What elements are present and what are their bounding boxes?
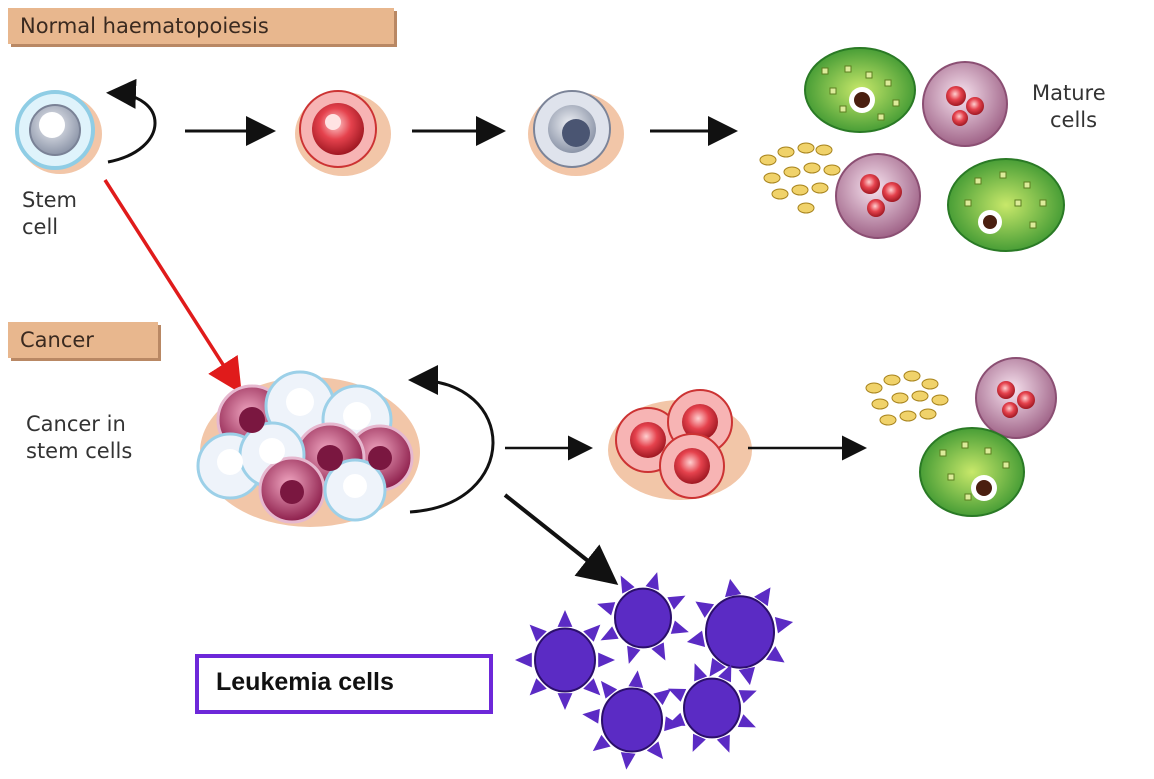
- normal-haematopoiesis-header: Normal haematopoiesis: [8, 8, 394, 44]
- leukemia-cell: [597, 572, 689, 664]
- progenitor-grey-cell: [528, 90, 624, 176]
- leukemia-cell: [667, 663, 757, 753]
- stem-cell-label: Stem cell: [22, 187, 77, 241]
- arrow-to-leukemia: [503, 493, 619, 585]
- mature-cells-label-line1: Mature: [1032, 81, 1106, 105]
- progenitor-red-cell: [295, 90, 391, 176]
- mature-cells: [759, 47, 1065, 252]
- leukemia-cell: [582, 670, 682, 770]
- red-arrow: [103, 179, 242, 394]
- cancer-stem-label-line2: stem cells: [26, 439, 133, 463]
- stem-cell: [15, 90, 102, 174]
- leukemia-cell: [686, 578, 794, 686]
- leukemia-cells: [515, 572, 794, 770]
- stem-cell-label-line2: cell: [22, 215, 59, 239]
- cancer-red-cells: [608, 389, 752, 500]
- cancer-stem-label-line1: Cancer in: [26, 412, 126, 436]
- cancer-stem-cell-cluster: [196, 370, 420, 527]
- leukemia-cell: [515, 610, 615, 710]
- leukemia-label-box: Leukemia cells: [195, 654, 493, 714]
- cancer-stem-cells-label: Cancer in stem cells: [26, 411, 132, 465]
- mature-cells-label: Mature cells: [1032, 80, 1106, 134]
- leukemia-label: Leukemia cells: [216, 668, 394, 696]
- cancer-self-renewal-arrow: [408, 365, 495, 514]
- self-renewal-arrow: [106, 78, 157, 164]
- mature-cells-label-line2: cells: [1050, 108, 1098, 132]
- cancer-header: Cancer: [8, 322, 158, 358]
- stem-cell-label-line1: Stem: [22, 188, 77, 212]
- cancer-mature-cells: [865, 357, 1057, 517]
